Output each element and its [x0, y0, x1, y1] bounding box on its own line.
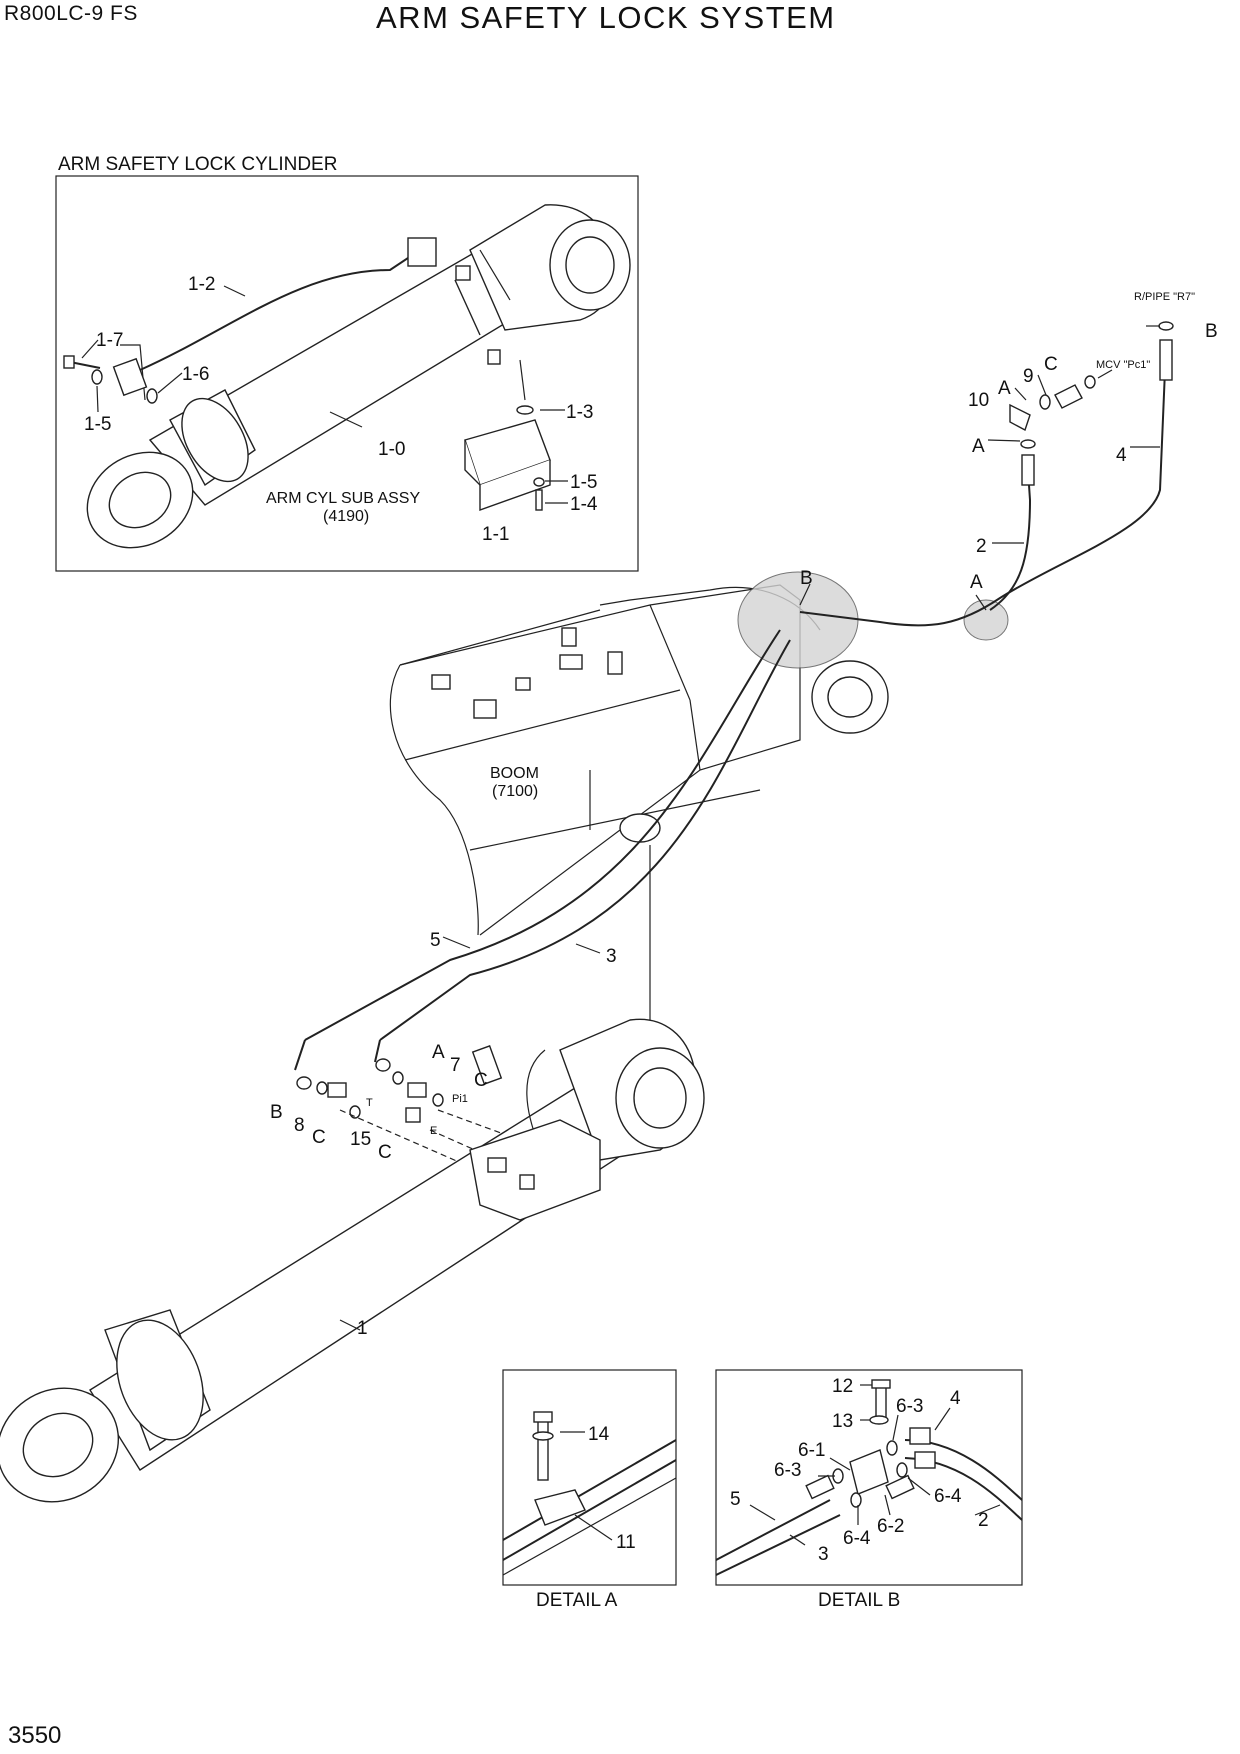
callout-a-lower: A: [432, 1042, 445, 1063]
model-code: R800LC-9 FS: [4, 2, 138, 25]
callout-1-7: 1-7: [96, 330, 123, 351]
callout-c-lower-left: C: [312, 1127, 326, 1148]
rpipe-r7-label: R/PIPE "R7": [1134, 291, 1195, 303]
detail-b-caption: DETAIL B: [818, 1590, 900, 1611]
callout-b-lower: B: [270, 1102, 283, 1123]
callout-1-0: 1-0: [378, 439, 405, 460]
inset-panel: ARM SAFETY LOCK CYLINDER: [55, 154, 639, 572]
callout-1-5-right: 1-5: [570, 472, 597, 493]
callout-1-1: 1-1: [482, 524, 509, 545]
detail-a-frame: [502, 1369, 677, 1586]
detail-b-callout-2: 2: [978, 1510, 989, 1531]
detail-b-callout-4: 4: [950, 1388, 961, 1409]
detail-a-panel: 14 11 DETAIL A: [502, 1369, 677, 1611]
callout-a-middle: A: [972, 436, 985, 457]
page-title: ARM SAFETY LOCK SYSTEM: [376, 0, 836, 35]
boom-drawing: BOOM (7100): [389, 571, 1009, 936]
detail-b-frame: [715, 1369, 1023, 1586]
main-cylinder-drawing: [0, 1018, 705, 1503]
callout-1-2: 1-2: [188, 274, 215, 295]
detail-b-callout-6-3-upper: 6-3: [896, 1396, 923, 1417]
callout-9: 9: [1023, 366, 1034, 387]
detail-b-callout-6-4-upper: 6-4: [934, 1486, 962, 1507]
inset-leaders: [81, 285, 568, 504]
detail-b-callout-3: 3: [818, 1544, 829, 1565]
callout-1: 1: [357, 1318, 368, 1339]
arm-cyl-sub-assy-label: ARM CYL SUB ASSY: [266, 490, 420, 507]
page-number: 3550: [8, 1722, 62, 1749]
inset-title: ARM SAFETY LOCK CYLINDER: [58, 154, 337, 175]
arm-cyl-sub-assy-ref: (4190): [323, 508, 369, 525]
callout-1-4: 1-4: [570, 494, 598, 515]
boom-label: BOOM: [490, 765, 539, 782]
callout-1-6: 1-6: [182, 364, 209, 385]
callout-15: 15: [350, 1129, 371, 1150]
detail-b-callout-12: 12: [832, 1376, 853, 1397]
callout-c-lower-middle: C: [378, 1142, 392, 1163]
callout-1-5-left: 1-5: [84, 414, 111, 435]
detail-b-callout-13: 13: [832, 1411, 853, 1432]
inset-callouts: 1-2 1-7 1-6 1-5 1-3 1-0 1-5 1-4 1-1 ARM …: [84, 274, 598, 545]
port-e-label: E: [430, 1125, 437, 1137]
callout-3: 3: [606, 946, 617, 967]
callout-a-detail-marker: A: [970, 572, 983, 593]
detail-b-callout-6-1: 6-1: [798, 1440, 825, 1461]
main-leaders: [339, 325, 1160, 1331]
callout-7: 7: [450, 1055, 461, 1076]
inset-frame: [55, 175, 639, 572]
mcv-pc1-label: MCV "Pc1": [1096, 359, 1150, 371]
detail-a-callout-14: 14: [588, 1424, 610, 1445]
callout-a-upper: A: [998, 378, 1011, 399]
callout-5: 5: [430, 930, 441, 951]
detail-b-callout-6-4-lower: 6-4: [843, 1528, 871, 1549]
hose-routing: [294, 321, 1174, 1181]
detail-b-callout-6-2: 6-2: [877, 1516, 904, 1537]
main-callouts: R/PIPE "R7" B MCV "Pc1" C 9 A 10 A 4 2 A…: [270, 291, 1218, 1339]
callout-b-detail-marker: B: [800, 568, 813, 589]
callout-c-top: C: [1044, 354, 1058, 375]
detail-b-callout-5: 5: [730, 1489, 741, 1510]
callout-b-top: B: [1205, 321, 1218, 342]
port-t-label: T: [366, 1097, 373, 1109]
callout-8: 8: [294, 1115, 305, 1136]
detail-b-panel: 12 13 6-3 4 6-1 6-3 5 6-4 6-2 6-4 2 3 DE…: [715, 1369, 1023, 1611]
detail-b-callout-6-3-lower: 6-3: [774, 1460, 801, 1481]
detail-a-caption: DETAIL A: [536, 1590, 618, 1611]
callout-c-lower-right: C: [474, 1070, 488, 1091]
detail-a-callout-11: 11: [616, 1532, 636, 1553]
boom-ref: (7100): [492, 783, 538, 800]
callout-1-3: 1-3: [566, 402, 593, 423]
inset-cylinder-drawing: [63, 204, 631, 549]
callout-2: 2: [976, 536, 987, 557]
callout-10: 10: [968, 390, 989, 411]
callout-4: 4: [1116, 445, 1127, 466]
port-pi1-label: Pi1: [452, 1093, 468, 1105]
